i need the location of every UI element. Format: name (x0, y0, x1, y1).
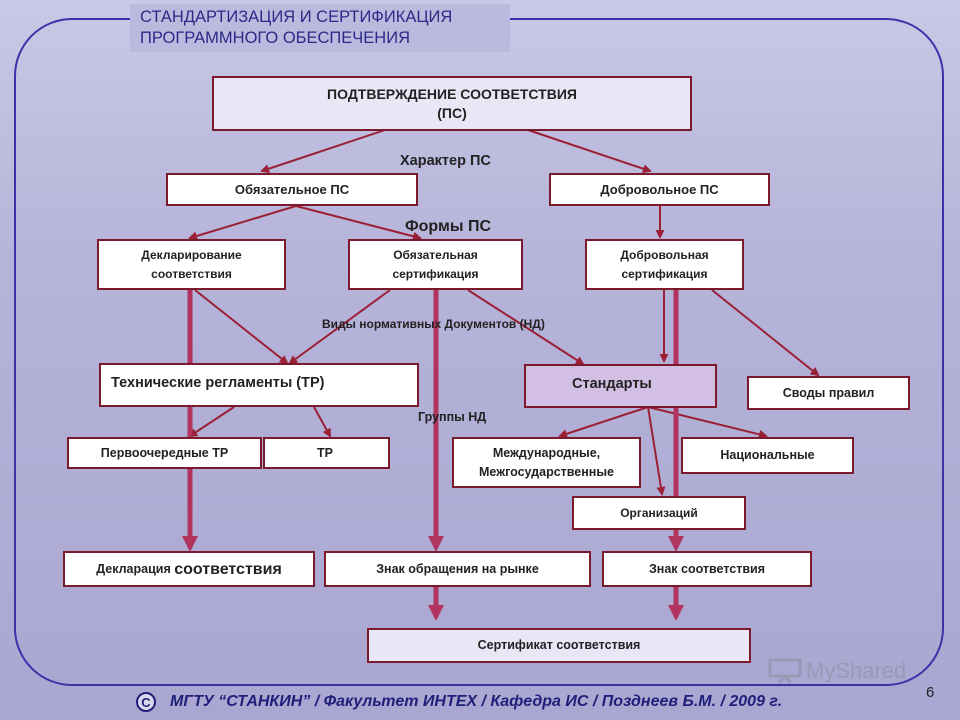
header-band (130, 4, 510, 52)
declaration-suffix: соответствия (174, 560, 282, 578)
link-tr-priority (188, 406, 235, 438)
link-vcert-codes (711, 289, 820, 377)
root-box: ПОДТВЕРЖДЕНИЕ СООТВЕТСТВИЯ (ПС) (212, 76, 692, 131)
root-line-1: ПОДТВЕРЖДЕНИЕ СООТВЕТСТВИЯ (327, 85, 577, 102)
mandatory-cert-box: Обязательная сертификация (348, 239, 523, 290)
voluntary-box: Добровольное ПС (549, 173, 770, 206)
copyright-badge: С (136, 692, 156, 712)
link-mandatory-cert (295, 205, 422, 241)
conformity-mark-box: Знак соответствия (602, 551, 812, 587)
page-number: 6 (926, 684, 935, 701)
footer: С МГТУ “СТАНКИН” / Факультет ИНТЕХ / Каф… (136, 692, 782, 712)
presentation-icon (768, 658, 802, 684)
title-line-1: СТАНДАРТИЗАЦИЯ И СЕРТИФИКАЦИЯ (140, 8, 453, 26)
declaration-box: Декларация соответствия (63, 551, 315, 587)
label-doc-types: Виды нормативных Документов (НД) (322, 317, 545, 331)
declaration-prefix: Декларация (96, 561, 175, 576)
organizations-box: Организаций (572, 496, 746, 530)
footer-text: МГТУ “СТАНКИН” / Факультет ИНТЕХ / Кафед… (170, 693, 783, 710)
link-std-national (647, 406, 768, 439)
link-root-voluntary (527, 129, 652, 174)
declaring-box: Декларирование соответствия (97, 239, 286, 290)
codes-box: Своды правил (747, 376, 910, 410)
label-character: Характер ПС (400, 153, 491, 169)
standards-box: Стандарты (524, 364, 717, 408)
link-cert-standards (467, 289, 585, 366)
link-mandatory-declaring (188, 205, 297, 241)
international-line-2: Межгосударственные (479, 464, 614, 479)
slide-title: СТАНДАРТИЗАЦИЯ И СЕРТИФИКАЦИЯ ПРОГРАММНО… (140, 7, 452, 49)
international-line-1: Международные, (492, 445, 601, 460)
link-std-organizations (647, 406, 666, 496)
priority-tr-box: Первоочередные ТР (67, 437, 262, 469)
voluntary-cert-box: Добровольная сертификация (585, 239, 744, 290)
watermark-text: MyShared (806, 658, 907, 683)
link-tr-tr (313, 406, 331, 438)
national-box: Национальные (681, 437, 854, 474)
tr-box: ТР (263, 437, 390, 469)
title-line-2: ПРОГРАММНОГО ОБЕСПЕЧЕНИЯ (140, 29, 410, 47)
link-declaring-tr (194, 289, 289, 365)
certificate-box: Сертификат соответствия (367, 628, 751, 663)
label-forms: Формы ПС (405, 218, 491, 235)
market-mark-box: Знак обращения на рынке (324, 551, 591, 587)
tech-regs-box: Технические регламенты (ТР) (99, 363, 419, 407)
root-line-2: (ПС) (437, 104, 467, 121)
link-root-mandatory (260, 129, 386, 174)
mandatory-box: Обязательное ПС (166, 173, 418, 206)
watermark: MyShared (768, 658, 906, 684)
label-nd-groups: Группы НД (418, 410, 487, 424)
link-cert-tr (288, 289, 391, 365)
international-box: Международные, Межгосударственные (452, 437, 641, 488)
link-std-international (558, 406, 649, 439)
